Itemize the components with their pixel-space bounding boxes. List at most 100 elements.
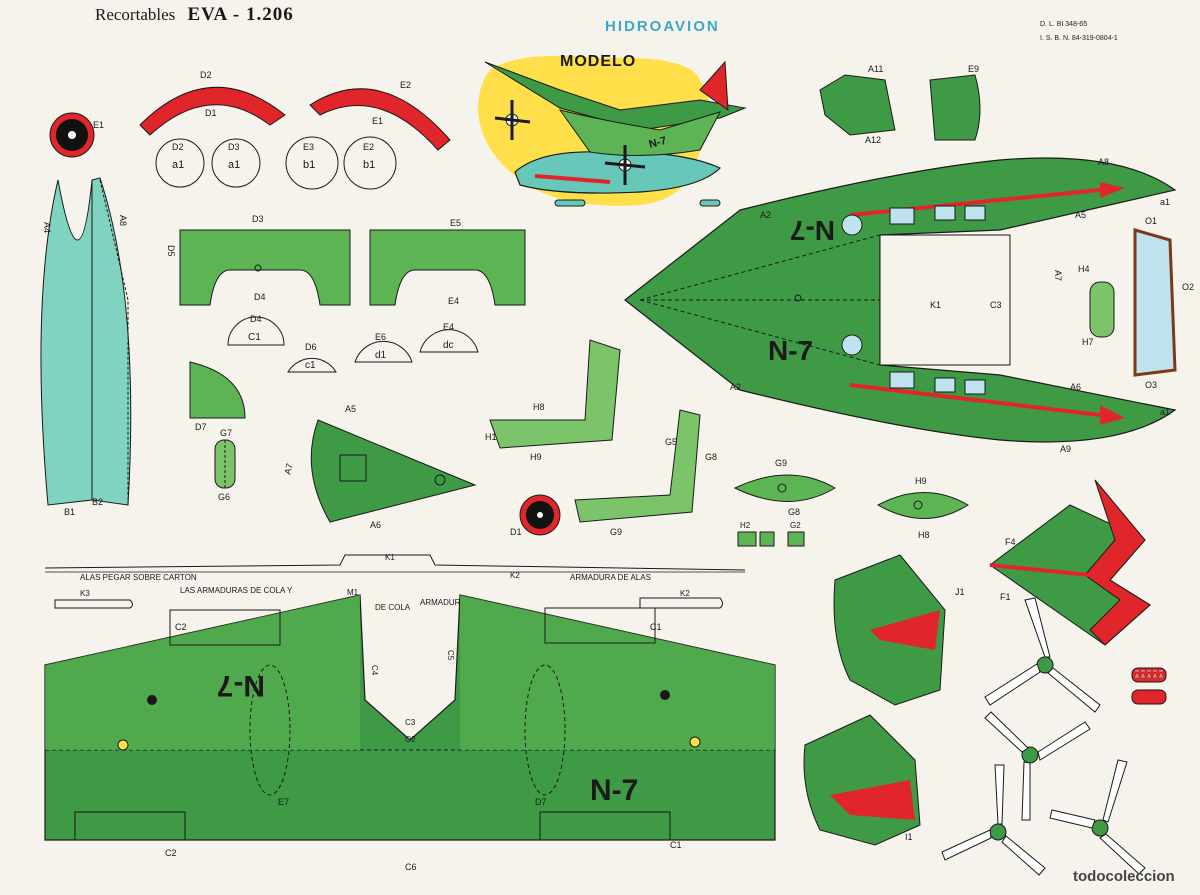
float-g: G9 G8 <box>733 458 836 517</box>
small-blocks: H2 G2 <box>737 521 805 547</box>
h1-label: H1 <box>485 432 497 442</box>
b1-disc-label-2: b1 <box>363 159 375 171</box>
h8-float-label: H8 <box>918 530 930 540</box>
wing-registration-top: N-7 <box>217 669 265 702</box>
d4-half-label: D4 <box>250 314 262 324</box>
g7-strut: G7 G6 <box>214 428 236 502</box>
e4-label: E4 <box>448 296 459 306</box>
a1-fuse-label: a1 <box>1160 197 1170 207</box>
d1-label: D1 <box>205 108 217 118</box>
e4-half-label: E4 <box>443 322 454 332</box>
c3-fuse-label: C3 <box>990 300 1002 310</box>
watermark: todocoleccion <box>1073 868 1175 885</box>
a8-label: A8 <box>118 215 128 226</box>
g8-float-label: G8 <box>788 507 800 517</box>
h9-float-label: H9 <box>915 476 927 486</box>
cradle-e: E5 E4 <box>369 218 526 306</box>
propeller-4 <box>1049 759 1146 875</box>
c6-bottom-label: C6 <box>405 862 417 872</box>
propeller-2 <box>984 711 1091 821</box>
c5-wing-label: C5 <box>446 650 455 661</box>
a2-fuse-label: A2 <box>760 210 771 220</box>
e2-disc-label: E2 <box>363 142 374 152</box>
triangle-a5: A5 A7 A6 <box>282 404 477 530</box>
g7-label: G7 <box>220 428 232 438</box>
d1-wheel: D1 <box>510 494 561 537</box>
h8-label: H8 <box>533 402 545 412</box>
v-strut-g: G5 G8 G9 <box>574 409 717 537</box>
c1-wing-label: C1 <box>650 622 662 632</box>
g6-label: G6 <box>218 492 230 502</box>
tail-piece: F4 F1 <box>989 479 1151 646</box>
h9-label: H9 <box>530 452 542 462</box>
wing-frame-instruction: ARMADURA DE ALAS <box>570 573 651 582</box>
a7-fuse-label: A7 <box>1053 270 1063 281</box>
disc-set-d: D2 a1 D3 a1 <box>155 138 261 188</box>
model-registration: N-7 <box>648 135 668 151</box>
d3-label: D3 <box>252 214 264 224</box>
j1-label: J1 <box>955 587 965 597</box>
d6-half-label: D6 <box>305 342 317 352</box>
i1-label: I1 <box>905 832 913 842</box>
d7-wing-label: D7 <box>535 797 547 807</box>
float-h: H9 H8 <box>876 476 969 540</box>
leaf-piece: A4 A8 B1 B2 <box>40 177 132 517</box>
g5-label: G5 <box>665 437 677 447</box>
wing-registration-bottom: N-7 <box>590 774 638 807</box>
glue-instruction: ALAS PEGAR SOBRE CARTON <box>80 573 197 582</box>
h-strut: H4 H7 <box>1078 264 1115 347</box>
g2-label: G2 <box>790 521 801 530</box>
small-piece-e: E9 <box>929 64 981 141</box>
canopy-piece: O2 O3 O1 <box>1133 216 1194 390</box>
armadura-label: ARMADURA <box>420 598 466 607</box>
d2-disc-label: D2 <box>172 142 184 152</box>
c3-wing-label: C3 <box>405 718 416 727</box>
k3-label: K3 <box>80 589 90 598</box>
e2-label: E2 <box>400 80 411 90</box>
nacelle-lower: I1 <box>803 714 921 846</box>
isbn-number: I. S. B. N. 84-319-0804-1 <box>1040 35 1118 42</box>
a6-label: A6 <box>370 520 381 530</box>
e1-label: E1 <box>93 120 104 130</box>
g8-label: G8 <box>705 452 717 462</box>
half-discs: D4 C1 D6 c1 E6 d1 E4 dc <box>227 314 479 373</box>
de-cola-label: DE COLA <box>375 603 411 612</box>
h7-label: H7 <box>1082 337 1094 347</box>
b1-disc-label-1: b1 <box>303 159 315 171</box>
e7-label: E7 <box>278 797 289 807</box>
tail-frame-instruction: LAS ARMADURAS DE COLA Y <box>180 586 293 595</box>
a9-fuse-label: A9 <box>1060 444 1071 454</box>
c2-wing-label: C2 <box>175 622 187 632</box>
c1-lower-label: c1 <box>305 360 316 371</box>
k2-strip-label: K2 <box>510 571 520 580</box>
b2-leaf-label: B2 <box>92 497 103 507</box>
c1-bottom-label: C1 <box>670 840 682 850</box>
o3-label: O3 <box>1145 380 1157 390</box>
m1-label: M1 <box>347 588 359 597</box>
g9-label: G9 <box>610 527 622 537</box>
k1-strip-label: K1 <box>385 553 395 562</box>
a1-disc-label-1: a1 <box>172 159 184 171</box>
d1-wheel-label: D1 <box>510 527 522 537</box>
d3-disc-label: D3 <box>228 142 240 152</box>
dl-number: D. L. BI 348-65 <box>1040 21 1088 28</box>
d2-label: D2 <box>200 70 212 80</box>
a6-fuse-label: A6 <box>1070 382 1081 392</box>
small-piece-a: A11 A12 <box>819 64 896 145</box>
d7-label: D7 <box>195 422 207 432</box>
sheet-header: Recortables EVA - 1.206 <box>95 4 294 26</box>
h2-label: H2 <box>740 521 751 530</box>
a8-fuse-label: A8 <box>1098 157 1109 167</box>
a2-fuse-label-2: A2 <box>730 382 741 392</box>
legal-info: D. L. BI 348-65 I. S. B. N. 84-319-0804-… <box>1040 18 1118 46</box>
model-preview: MODELO N-7 <box>478 53 747 207</box>
c2-bottom-label: C2 <box>165 848 177 858</box>
f1-label: F1 <box>1000 592 1011 602</box>
o1-label: O1 <box>1145 216 1157 226</box>
main-wing: N-7 N-7 C2 C1 C2 C6 C1 E7 D7 C3 O2 C4 C5 <box>44 594 776 872</box>
dc-half-label: dc <box>443 340 454 351</box>
v-strut-h: H8 H1 H9 <box>485 339 621 462</box>
propeller-3 <box>941 764 1046 876</box>
a1-fuse-label-2: a1 <box>1160 407 1170 417</box>
